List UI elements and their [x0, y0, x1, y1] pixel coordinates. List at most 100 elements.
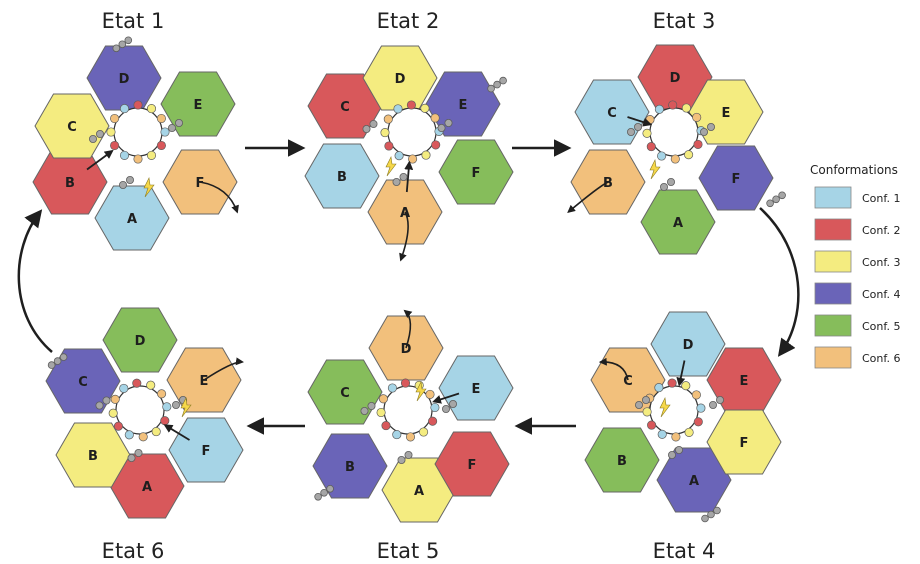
rotor-bead	[408, 154, 418, 164]
rotor-bead	[392, 430, 402, 440]
rotor-bead	[400, 378, 411, 388]
central-rotor	[376, 378, 440, 442]
rotor-bead	[425, 389, 435, 399]
rotor-bead	[691, 390, 701, 400]
subunit-label-f: F	[740, 436, 749, 451]
legend-title: Conformations	[810, 163, 898, 177]
legend-label-conf-6: Conf. 6	[862, 352, 900, 365]
subunit-label-f: F	[196, 176, 205, 191]
rotor-bead	[387, 383, 397, 393]
subunit-label-d: D	[135, 334, 146, 349]
rotor-bead	[421, 150, 431, 160]
rotor-bead	[119, 383, 129, 393]
central-rotor	[642, 378, 706, 442]
rotor-bead	[693, 139, 703, 149]
subunit-label-e: E	[472, 382, 481, 397]
rotor-bead	[684, 427, 694, 437]
atp-binding-beads	[314, 484, 334, 501]
rotor-bead	[657, 151, 667, 161]
subunit-label-b: B	[603, 176, 613, 191]
subunit-label-e: E	[200, 374, 209, 389]
state-label-etat-3: Etat 3	[653, 9, 716, 33]
rotor-bead	[151, 427, 161, 437]
rotor-bead	[119, 104, 130, 114]
rotor-bead	[380, 128, 390, 138]
subunit-label-c: C	[67, 120, 77, 135]
subunit-label-d: D	[401, 342, 412, 357]
rotor-bead	[657, 429, 667, 439]
spark-icon	[143, 177, 155, 198]
legend-label-conf-3: Conf. 3	[862, 256, 900, 269]
subunit-f	[706, 409, 782, 475]
rotor-bead	[646, 142, 656, 152]
rotor-bead	[430, 402, 440, 413]
legend-item-conf-2: Conf. 2	[814, 218, 900, 241]
rotor-bead	[110, 140, 120, 151]
rotor-bead	[428, 416, 438, 426]
phosphate-marker	[627, 123, 643, 136]
subunit-label-f: F	[202, 444, 211, 459]
rotor-bead	[146, 150, 157, 160]
release-arrow	[598, 357, 629, 381]
rotor-bead	[132, 378, 142, 388]
rotor-bead	[160, 127, 170, 137]
state-label-etat-5: Etat 5	[377, 539, 440, 563]
release-arrow	[199, 181, 239, 214]
legend-swatch-conf-6	[814, 346, 852, 369]
rotor-bead	[667, 378, 677, 388]
rotor-bead	[696, 403, 706, 413]
rotor-bead	[381, 421, 391, 431]
legend-item-conf-6: Conf. 6	[814, 346, 900, 369]
rotor-bead	[670, 154, 680, 164]
spark-icon	[415, 381, 427, 402]
rotor-bead	[106, 127, 116, 137]
state-label-etat-1: Etat 1	[102, 9, 165, 33]
subunit-f	[438, 139, 514, 205]
phosphate-marker	[660, 177, 676, 191]
rotor-bead	[110, 113, 120, 124]
subunit-label-f: F	[472, 166, 481, 181]
subunit-label-b: B	[337, 170, 347, 185]
rotor-bead	[383, 114, 393, 124]
rotation-pointer-arrow	[432, 392, 460, 404]
subunit-label-e: E	[194, 98, 203, 113]
subunit-label-a: A	[142, 480, 152, 495]
rotor-bead	[113, 421, 123, 431]
legend-swatch-conf-5	[814, 314, 852, 337]
subunit-label-a: A	[673, 216, 683, 231]
subunit-label-c: C	[78, 375, 88, 390]
subunit-f	[698, 145, 774, 211]
rotor-bead	[156, 113, 166, 124]
subunit-label-c: C	[623, 374, 633, 389]
rotor-bead	[146, 104, 157, 114]
legend-swatch-conf-3	[814, 250, 852, 273]
rotor-bead	[405, 432, 416, 442]
transition-arrow-3-to-4	[759, 207, 800, 357]
subunit-label-d: D	[670, 71, 681, 86]
atp-binding-beads	[47, 353, 68, 369]
rotor-bead	[671, 432, 681, 442]
legend-label-conf-4: Conf. 4	[862, 288, 900, 301]
rotor-bead	[160, 416, 170, 426]
phosphate-marker	[437, 119, 453, 133]
rotor-bead	[133, 100, 143, 110]
subunit-label-e: E	[459, 98, 468, 113]
subunit-label-b: B	[617, 454, 627, 469]
release-arrow	[203, 357, 244, 381]
rotor-bead	[110, 394, 120, 404]
rotor-bead	[684, 150, 694, 160]
subunit-a	[640, 189, 716, 255]
subunit-f	[434, 431, 510, 497]
legend-label-conf-1: Conf. 1	[862, 192, 900, 205]
legend-item-conf-5: Conf. 5	[814, 314, 900, 337]
rotor-bead	[378, 394, 388, 404]
rotor-bead	[430, 113, 440, 123]
subunit-label-a: A	[127, 212, 137, 227]
subunit-label-f: F	[468, 458, 477, 473]
atp-binding-beads	[487, 76, 507, 93]
state-label-etat-4: Etat 4	[653, 539, 716, 563]
subunit-e	[438, 355, 514, 421]
